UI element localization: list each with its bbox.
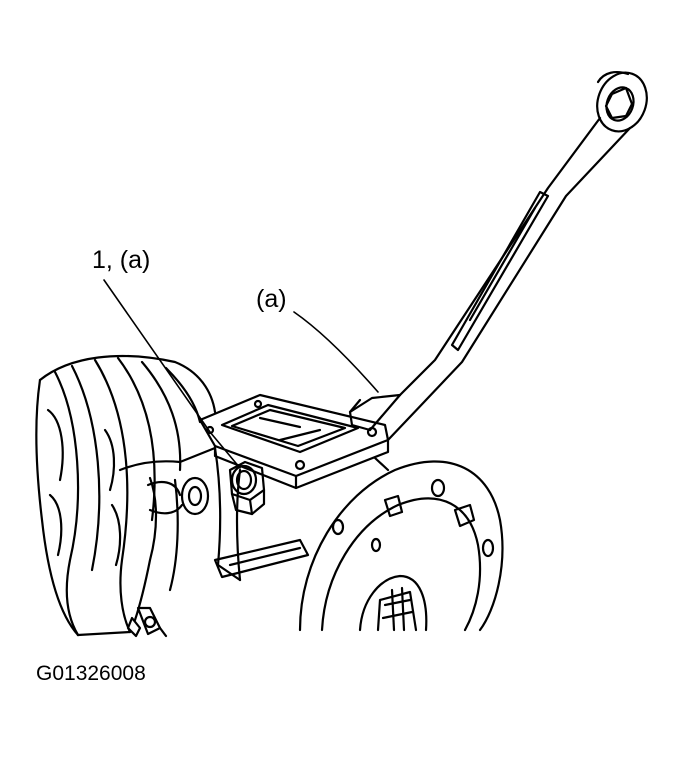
box-end-wrench [348, 71, 648, 442]
leader-line-wrench [293, 311, 379, 393]
leader-line-bolt-2 [209, 431, 241, 469]
hex-bolt [228, 460, 266, 516]
leader-line-bolt [103, 279, 211, 433]
leader-lines [103, 279, 379, 469]
callout-bolt-label: 1, (a) [92, 246, 151, 274]
figure-code: G01326008 [36, 662, 146, 685]
top-cover-plate [198, 393, 390, 490]
callout-wrench-label: (a) [256, 285, 287, 313]
bell-housing-flange [298, 456, 504, 632]
transmission-case [35, 354, 310, 638]
